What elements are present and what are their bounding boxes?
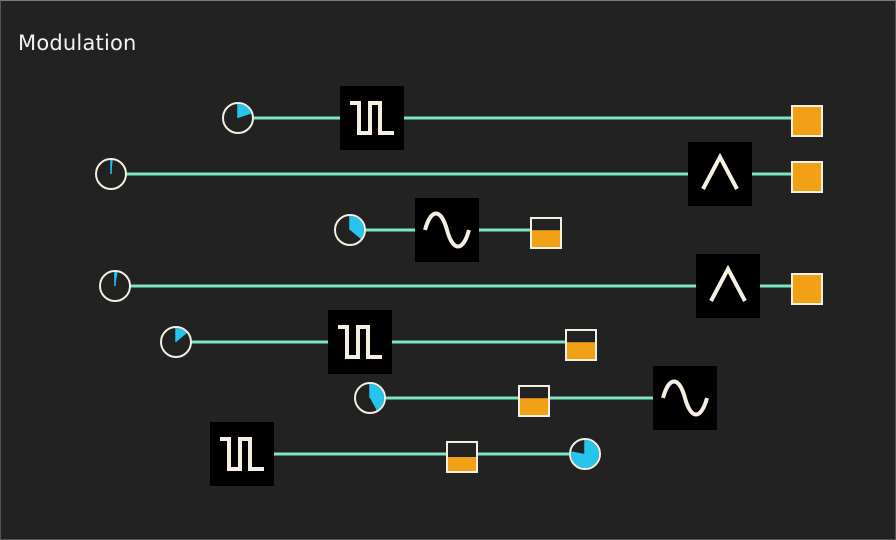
modulation-source[interactable]	[688, 142, 752, 206]
square-wave-icon	[350, 101, 394, 135]
meter-fill	[448, 457, 476, 471]
modulation-amount-meter[interactable]	[446, 441, 478, 473]
modulation-amount-meter[interactable]	[518, 385, 550, 417]
modulation-source[interactable]	[210, 422, 274, 486]
modulation-source[interactable]	[328, 310, 392, 374]
modulation-depth-knob[interactable]	[95, 158, 127, 190]
modulation-source[interactable]	[415, 198, 479, 262]
meter-fill	[793, 275, 821, 303]
modulation-depth-knob[interactable]	[334, 214, 366, 246]
meter-fill	[567, 342, 595, 359]
node-layer	[95, 86, 823, 486]
modulation-depth-knob[interactable]	[569, 438, 601, 470]
modulation-amount-meter[interactable]	[530, 217, 562, 249]
meter-fill	[793, 163, 821, 191]
modulation-amount-meter[interactable]	[791, 105, 823, 137]
knob-value-wedge	[350, 216, 364, 239]
modulation-depth-knob[interactable]	[160, 326, 192, 358]
sine-wave-icon	[423, 211, 471, 249]
modulation-source[interactable]	[653, 366, 717, 430]
square-wave-icon	[338, 325, 382, 359]
triangle-wave-icon	[709, 264, 747, 302]
knob-value-wedge	[370, 384, 384, 411]
knob-value-wedge	[238, 104, 252, 118]
triangle-wave-icon	[701, 152, 739, 190]
knob-value-wedge	[176, 328, 187, 342]
modulation-depth-knob[interactable]	[99, 270, 131, 302]
square-wave-icon	[220, 437, 264, 471]
meter-fill	[532, 230, 560, 247]
modulation-amount-meter[interactable]	[791, 273, 823, 305]
sine-wave-icon	[661, 379, 709, 417]
modulation-amount-meter[interactable]	[565, 329, 597, 361]
meter-fill	[520, 398, 548, 415]
modulation-amount-meter[interactable]	[791, 161, 823, 193]
modulation-depth-knob[interactable]	[354, 382, 386, 414]
panel-title: Modulation	[18, 31, 137, 55]
source-block	[688, 142, 752, 206]
modulation-depth-knob[interactable]	[222, 102, 254, 134]
modulation-source[interactable]	[340, 86, 404, 150]
source-block	[696, 254, 760, 318]
meter-fill	[793, 107, 821, 135]
modulation-source[interactable]	[696, 254, 760, 318]
